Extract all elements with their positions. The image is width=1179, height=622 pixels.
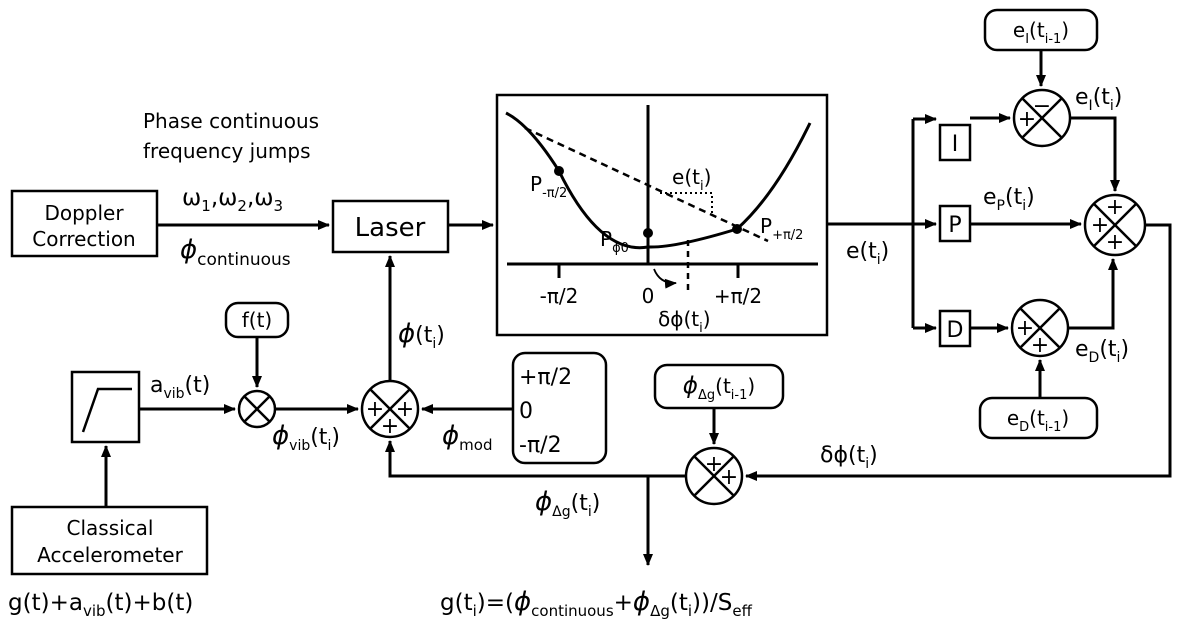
label-phi-ti: ϕ(ti) bbox=[398, 319, 445, 352]
sign: + bbox=[720, 465, 738, 490]
label-accelerometer-output: g(t)+avib(t)+b(t) bbox=[8, 590, 193, 620]
summer-derivative: + + bbox=[1010, 298, 1070, 358]
label-phi-vib: ϕvib(ti) bbox=[272, 421, 340, 454]
pid-i-label: I bbox=[952, 132, 959, 157]
sign: + bbox=[1018, 107, 1036, 132]
summer-total: + + + bbox=[1083, 193, 1147, 257]
wire-ed-total bbox=[1068, 258, 1118, 330]
tangent-line bbox=[524, 126, 769, 243]
wire-ei-total bbox=[1070, 116, 1120, 192]
wire-feedback bbox=[745, 223, 1172, 481]
doppler-correction-block: Doppler Correction bbox=[10, 189, 159, 258]
label-phi-continuous: ϕcontinuous bbox=[180, 235, 291, 270]
pid-d-label: D bbox=[947, 318, 964, 343]
label-p-plus: P+π/2 bbox=[760, 214, 803, 243]
label-plot-error: e(ti) bbox=[672, 165, 711, 194]
e-i-prev-box: eI(ti-1) bbox=[983, 8, 1099, 52]
summer-integral: − + bbox=[1012, 88, 1072, 148]
label-a-vib: avib(t) bbox=[150, 373, 210, 402]
point-zero bbox=[643, 228, 653, 238]
sign: + bbox=[1106, 230, 1124, 255]
filter-block bbox=[70, 370, 141, 444]
label-output-equation: g(ti)=(ϕcontinuous+ϕΔg(ti))/Seff bbox=[440, 587, 753, 620]
error-triangle bbox=[660, 192, 713, 216]
sign: + bbox=[1091, 213, 1109, 238]
summer-delta-g: + + bbox=[684, 446, 744, 506]
label-phi-dg: ϕΔg(ti) bbox=[535, 487, 600, 520]
label-e-d: eD(ti) bbox=[1075, 337, 1129, 366]
wire-dg-laser-sum bbox=[385, 440, 686, 478]
sign: + bbox=[1106, 195, 1124, 220]
label-e-p: eP(ti) bbox=[983, 185, 1035, 214]
label-phi-mod: ϕmod bbox=[442, 421, 492, 454]
pid-p-label: P bbox=[948, 213, 961, 238]
sign: − bbox=[1033, 94, 1051, 119]
caption-line-2: frequency jumps bbox=[143, 139, 311, 163]
fringe-curve bbox=[505, 111, 812, 250]
pid-d-block: D bbox=[938, 309, 972, 348]
sign: + bbox=[1031, 333, 1049, 358]
filter-curve bbox=[81, 387, 132, 433]
e-d-prev-label: eD(ti-1) bbox=[1007, 406, 1069, 435]
point-minus bbox=[554, 166, 564, 176]
multiplier bbox=[237, 389, 277, 429]
e-i-prev-label: eI(ti-1) bbox=[1013, 18, 1069, 47]
mod-value-zero: 0 bbox=[519, 399, 533, 424]
ft-label: f(t) bbox=[242, 308, 273, 332]
classical-accelerometer-block: Classical Accelerometer bbox=[10, 505, 209, 576]
sign: + bbox=[705, 452, 723, 477]
laser-block: Laser bbox=[331, 199, 450, 254]
phi-mod-values-box: +π/2 0 -π/2 bbox=[511, 351, 608, 465]
caption-line-1: Phase continuous bbox=[143, 109, 319, 133]
point-plus bbox=[732, 224, 742, 234]
label-delta-phi: δϕ(ti) bbox=[820, 443, 878, 472]
tick-label-minus: -π/2 bbox=[540, 284, 579, 308]
mod-value-minus: -π/2 bbox=[519, 433, 562, 458]
tick-label-plus: +π/2 bbox=[714, 284, 762, 308]
label-error-out: e(ti) bbox=[846, 239, 889, 268]
sign: + bbox=[396, 397, 414, 422]
laser-label: Laser bbox=[355, 213, 426, 243]
plot-frame bbox=[495, 93, 829, 337]
ft-box: f(t) bbox=[224, 301, 290, 339]
label-p-zero: Pϕ0 bbox=[600, 227, 629, 256]
phi-dg-prev-label: ϕΔg(ti-1) bbox=[683, 373, 755, 403]
mod-value-plus: +π/2 bbox=[519, 365, 572, 390]
doppler-line-1: Doppler bbox=[44, 201, 124, 225]
error-signal-plot: -π/2 0 +π/2 P-π/2 Pϕ0 P+π/2 e(ti) δϕ(ti) bbox=[495, 93, 829, 337]
label-p-minus: P-π/2 bbox=[530, 172, 567, 201]
e-d-prev-box: eD(ti-1) bbox=[978, 396, 1099, 440]
summer-laser: + + + bbox=[360, 379, 420, 439]
wires bbox=[101, 50, 1172, 566]
sign: + bbox=[366, 397, 384, 422]
label-e-i: eI(ti) bbox=[1075, 85, 1122, 114]
pid-p-block: P bbox=[938, 204, 972, 243]
label-plot-delta: δϕ(ti) bbox=[658, 307, 711, 336]
tick-label-zero: 0 bbox=[642, 284, 655, 308]
classical-line-1: Classical bbox=[67, 516, 154, 540]
shift-arrow bbox=[653, 268, 677, 289]
doppler-line-2: Correction bbox=[32, 227, 135, 251]
pid-i-block: I bbox=[938, 123, 972, 162]
classical-line-2: Accelerometer bbox=[37, 543, 183, 567]
phi-dg-prev-box: ϕΔg(ti-1) bbox=[653, 363, 785, 410]
sign: + bbox=[1016, 316, 1034, 341]
sign: + bbox=[381, 414, 399, 439]
label-omegas: ω1,ω2,ω3 bbox=[182, 185, 283, 215]
